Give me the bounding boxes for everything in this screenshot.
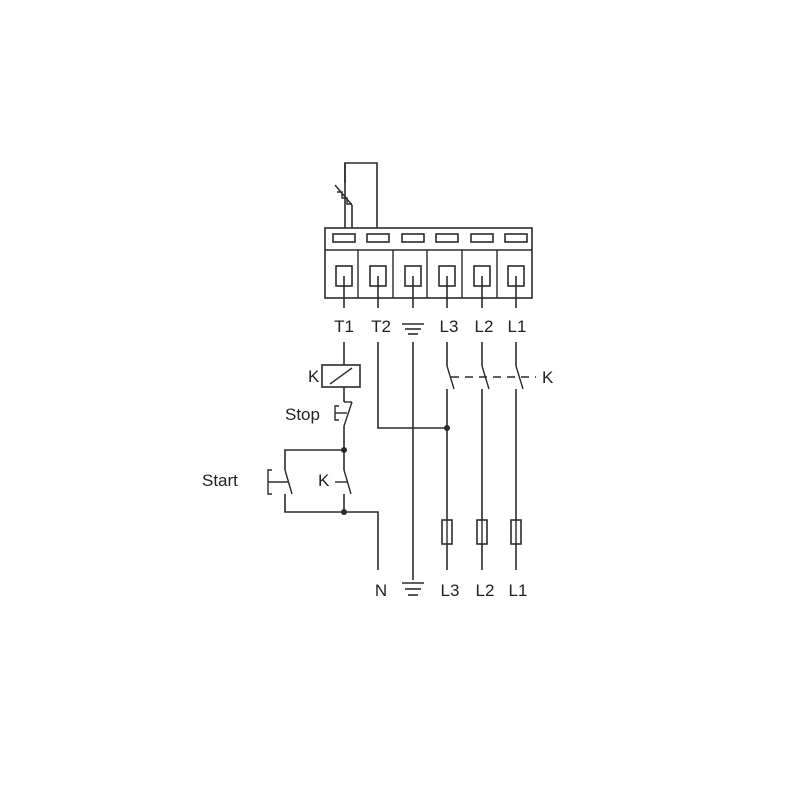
supply-label-l2: L2: [476, 581, 495, 600]
terminal-label-t1: T1: [334, 317, 354, 336]
start-button-icon: [267, 469, 293, 495]
fuse-icon: [441, 519, 522, 545]
coil-label: K: [308, 367, 320, 386]
terminal-label-l3: L3: [440, 317, 459, 336]
ground-icon: [402, 323, 424, 335]
supply-label-n: N: [375, 581, 387, 600]
start-label: Start: [202, 471, 238, 490]
stop-button-icon: [334, 401, 353, 427]
terminal-label-l2: L2: [475, 317, 494, 336]
control-circuit: [267, 342, 379, 570]
ground-icon: [402, 582, 424, 596]
terminal-label-t2: T2: [371, 317, 391, 336]
supply-label-l3: L3: [441, 581, 460, 600]
main-contacts: [446, 342, 536, 520]
terminal-block: [324, 227, 533, 308]
main-contacts-label: K: [542, 368, 554, 387]
terminal-label-l1: L1: [508, 317, 527, 336]
hold-contact-label: K: [318, 471, 330, 490]
supply-label-l1: L1: [509, 581, 528, 600]
t2-wire: [377, 342, 447, 429]
stop-label: Stop: [285, 405, 320, 424]
thermal-switch-icon: [334, 162, 378, 228]
hold-contact-icon: [335, 469, 352, 495]
